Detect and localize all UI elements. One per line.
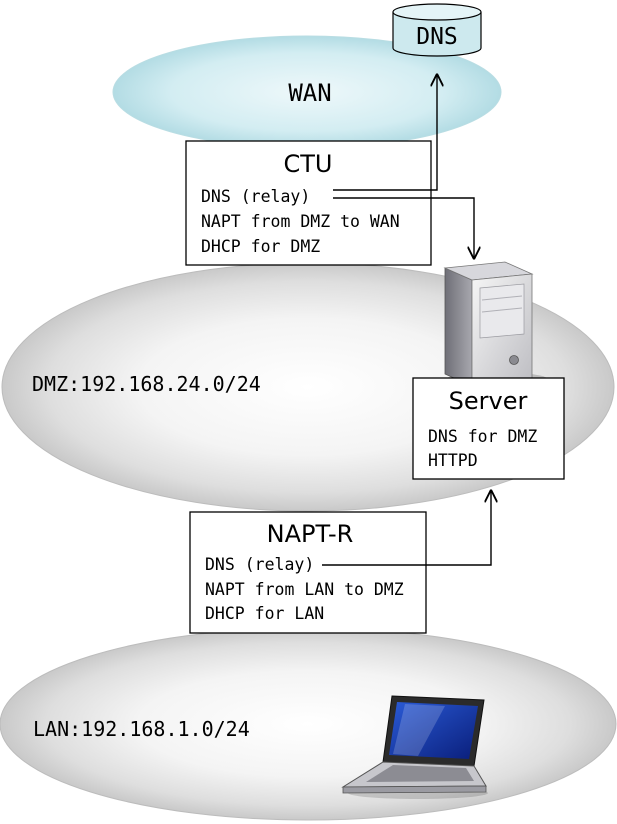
server-line-httpd: HTTPD: [428, 451, 478, 470]
server-box: Server DNS for DMZ HTTPD: [412, 377, 565, 480]
ctu-line-dns-relay: DNS (relay): [201, 187, 310, 206]
dns-server-label: DNS: [416, 24, 458, 50]
napt-r-title: NAPT-R: [267, 520, 354, 548]
ctu-title: CTU: [284, 150, 333, 178]
ctu-line-dhcp: DHCP for DMZ: [201, 237, 320, 256]
napt-r-line-dhcp: DHCP for LAN: [205, 604, 324, 623]
wan-zone: WAN: [112, 35, 502, 149]
server-title: Server: [449, 387, 528, 415]
server-line-dns: DNS for DMZ: [428, 427, 537, 446]
lan-label: LAN:192.168.1.0/24: [33, 717, 250, 741]
napt-r-line-napt: NAPT from LAN to DMZ: [205, 580, 404, 599]
wan-label: WAN: [288, 79, 331, 107]
ctu-box: CTU DNS (relay) NAPT from DMZ to WAN DHC…: [185, 140, 432, 266]
napt-r-box: NAPT-R DNS (relay) NAPT from LAN to DMZ …: [189, 511, 427, 634]
dmz-label: DMZ:192.168.24.0/24: [32, 372, 261, 396]
ctu-to-server-arrow: [333, 197, 474, 258]
dns-cylinder-top: [392, 3, 482, 21]
ctu-line-napt: NAPT from DMZ to WAN: [201, 212, 400, 231]
napt-r-line-dns-relay: DNS (relay): [205, 555, 314, 574]
connectors: [322, 75, 491, 566]
laptop-icon: [341, 695, 488, 799]
lan-zone: LAN:192.168.1.0/24: [0, 627, 617, 821]
dns-cylinder-body: [392, 12, 482, 57]
napt-r-to-server-arrow: [322, 491, 491, 566]
dns-server-cylinder: DNS: [392, 3, 482, 57]
ctu-to-dns-arrow: [333, 75, 437, 191]
